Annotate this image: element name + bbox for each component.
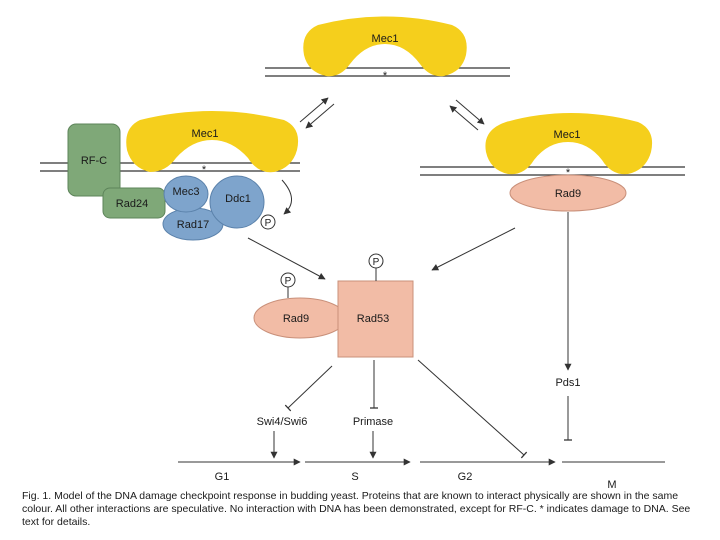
pds1-label: Pds1: [555, 377, 580, 389]
rad9-right-label: Rad9: [555, 188, 581, 200]
arrow-right-to-rad53: [431, 227, 516, 271]
mec1-left-shape: [126, 111, 299, 173]
damage-star: *: [383, 70, 388, 82]
phospho-label: P: [285, 276, 292, 287]
top-complex: Mec1 *: [265, 16, 510, 82]
ddc1-label: Ddc1: [225, 193, 251, 205]
mec1-left-label: Mec1: [192, 128, 219, 140]
phospho-arc: [281, 179, 292, 215]
mec3-shape: [163, 175, 209, 213]
left-complex: RF-C Rad24 Mec1 * Rad17 Mec3 Ddc1 P: [40, 111, 300, 241]
phospho-label: P: [265, 218, 272, 229]
right-double-arrow: [449, 99, 485, 131]
ddc1-shape: [209, 175, 265, 229]
phase-m: M: [607, 479, 616, 491]
mec3-label: Mec3: [173, 186, 200, 198]
rad24-label: Rad24: [116, 198, 148, 210]
phase-g2: G2: [458, 471, 473, 483]
center-complex: Rad9 Rad53 P P: [253, 253, 414, 358]
left-double-arrow: [299, 97, 335, 129]
cell-cycle-timeline: G1 S G2 M: [178, 458, 665, 491]
damage-star: *: [566, 167, 571, 179]
phospho-circle: [280, 272, 296, 288]
phospho-label: P: [373, 257, 380, 268]
swi-label: Swi4/Swi6: [257, 416, 308, 428]
rad24-box: [102, 187, 166, 219]
rad53-inhibit-swi: [284, 365, 333, 412]
right-complex: Mec1 * Rad9: [420, 113, 685, 212]
rfc-box: [67, 123, 121, 197]
mec1-top-shape: [303, 16, 467, 77]
rad17-label: Rad17: [177, 219, 209, 231]
rfc-label: RF-C: [81, 155, 107, 167]
mec1-top-label: Mec1: [372, 33, 399, 45]
rad9-center-label: Rad9: [283, 313, 309, 325]
arrow-left-to-rad53: [247, 237, 326, 280]
phase-g1: G1: [215, 471, 230, 483]
mec1-right-label: Mec1: [554, 129, 581, 141]
rad9-right-shape: [509, 174, 627, 212]
figure-caption: Fig. 1. Model of the DNA damage checkpoi…: [22, 490, 691, 528]
phase-s: S: [351, 471, 358, 483]
phospho-circle: [368, 253, 384, 269]
damage-star: *: [202, 164, 207, 176]
mec1-right-shape: [485, 113, 653, 175]
phospho-circle: [260, 214, 276, 230]
rad53-label: Rad53: [357, 313, 389, 325]
primase-label: Primase: [353, 416, 393, 428]
rad53-inhibit-g2m: [417, 359, 528, 459]
